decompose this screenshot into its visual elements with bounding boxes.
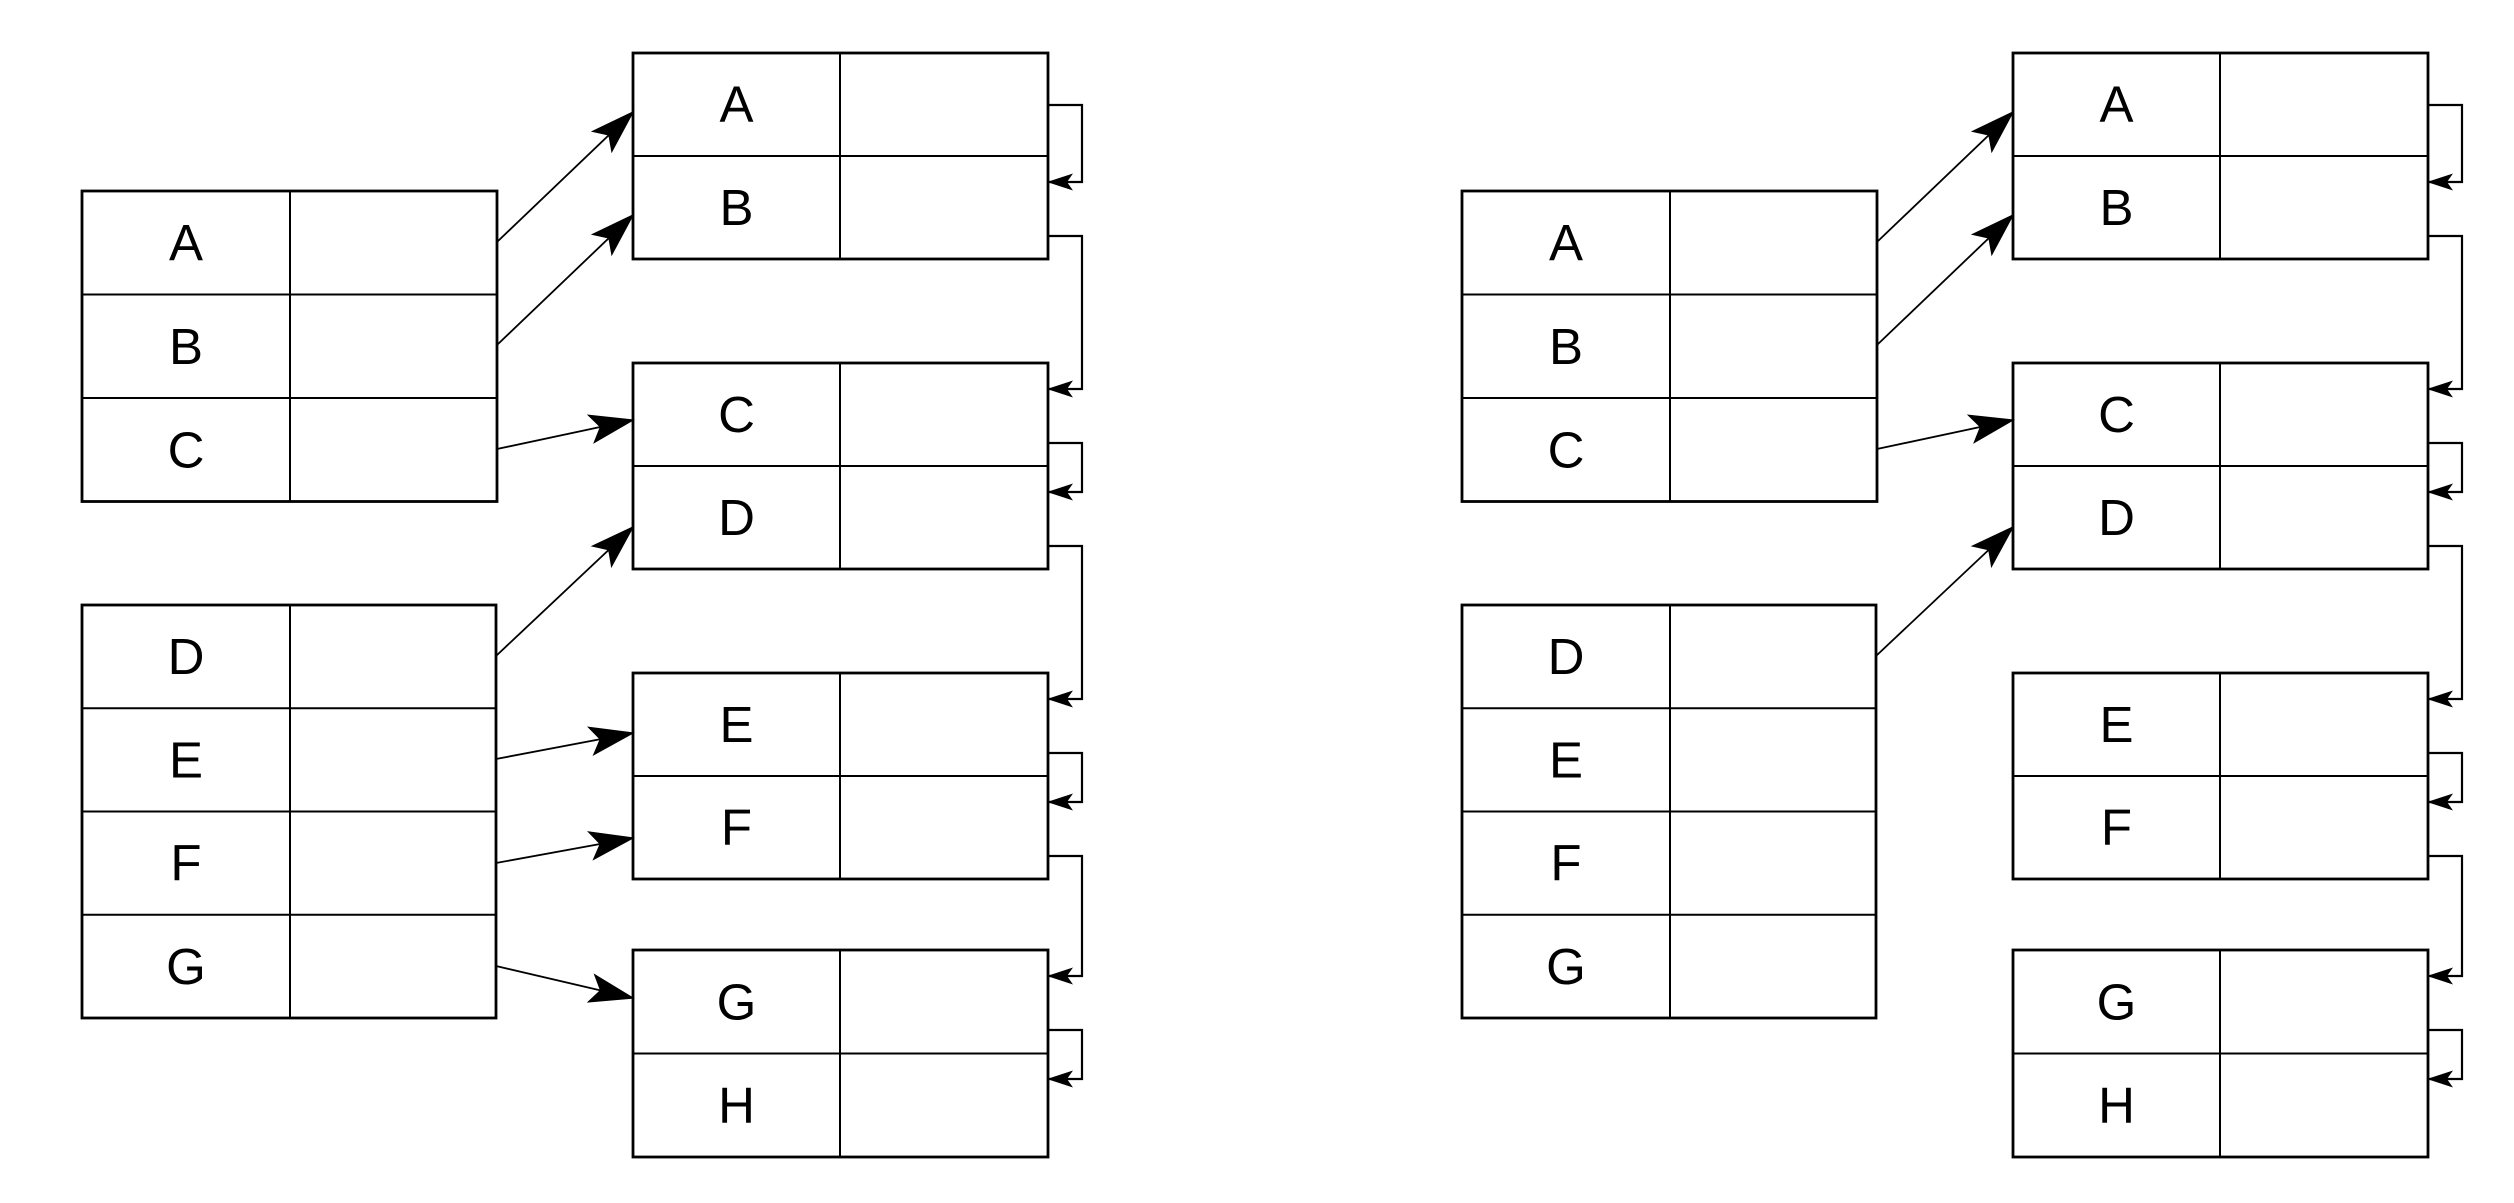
- cell-label-E: E: [2099, 696, 2133, 753]
- key-label-C: C: [1548, 421, 1585, 478]
- cell-label-G: G: [717, 973, 757, 1030]
- cell-label-B: B: [719, 179, 753, 236]
- key-label-G: G: [1546, 938, 1586, 995]
- chain-link-C-D: [1047, 441, 1084, 501]
- pointer-arrow-A: [496, 110, 635, 243]
- cell-label-D: D: [2098, 489, 2135, 546]
- key-label-D: D: [1548, 628, 1585, 685]
- cell-label-H: H: [718, 1077, 755, 1134]
- key-label-B: B: [169, 318, 203, 375]
- cell-table-ab: AB: [2011, 51, 2430, 261]
- pointer-arrow-D: [495, 525, 635, 657]
- chain-link-A-B: [2427, 103, 2464, 191]
- cell-table-ef: EF: [631, 671, 1050, 881]
- cell-label-F: F: [2101, 799, 2132, 856]
- key-label-A: A: [1549, 214, 1583, 271]
- cell-label-B: B: [2099, 179, 2133, 236]
- cell-label-E: E: [719, 696, 753, 753]
- chain-link-B-C: [1047, 234, 1084, 398]
- cell-label-F: F: [721, 799, 752, 856]
- chain-link-D-E: [1047, 544, 1084, 708]
- cell-table-ef: EF: [2011, 671, 2430, 881]
- chain-link-G-H: [1047, 1028, 1084, 1088]
- key-label-B: B: [1549, 318, 1583, 375]
- chain-link-D-E: [2427, 544, 2464, 708]
- key-label-F: F: [170, 835, 201, 892]
- pointer-arrow-B: [496, 213, 635, 346]
- pointer-arrow-B: [1876, 213, 2015, 346]
- key-label-D: D: [168, 628, 205, 685]
- pointer-arrow-A: [1876, 110, 2015, 243]
- chain-link-G-H: [2427, 1028, 2464, 1088]
- cell-label-C: C: [2098, 386, 2135, 443]
- cell-label-C: C: [718, 386, 755, 443]
- chain-link-E-F: [2427, 751, 2464, 811]
- key-label-F: F: [1550, 835, 1581, 892]
- pointer-arrow-D: [1875, 525, 2015, 657]
- pointer-arrow-C: [1876, 414, 2015, 450]
- key-table-abc: ABC: [80, 189, 499, 503]
- cell-label-A: A: [719, 76, 753, 133]
- chain-link-A-B: [1047, 103, 1084, 191]
- cell-label-H: H: [2098, 1077, 2135, 1134]
- chain-link-B-C: [2427, 234, 2464, 398]
- chain-link-F-G: [2427, 854, 2464, 985]
- chain-link-C-D: [2427, 441, 2464, 501]
- key-table-abc: ABC: [1460, 189, 1879, 503]
- cell-table-cd: CD: [631, 361, 1050, 571]
- cell-table-ab: AB: [631, 51, 1050, 261]
- key-label-G: G: [166, 938, 206, 995]
- cell-label-A: A: [2099, 76, 2133, 133]
- chain-link-E-F: [1047, 751, 1084, 811]
- chain-link-F-G: [1047, 854, 1084, 985]
- key-label-E: E: [1549, 731, 1583, 788]
- pointer-arrow-F: [495, 831, 635, 864]
- cell-table-cd: CD: [2011, 361, 2430, 571]
- key-label-C: C: [168, 421, 205, 478]
- cell-table-gh: GH: [2011, 948, 2430, 1159]
- cell-table-gh: GH: [631, 948, 1050, 1159]
- cell-label-G: G: [2097, 973, 2137, 1030]
- key-label-E: E: [169, 731, 203, 788]
- pointer-arrow-G: [495, 965, 635, 1003]
- pointer-arrow-C: [496, 414, 635, 450]
- cell-label-D: D: [718, 489, 755, 546]
- key-label-A: A: [169, 214, 203, 271]
- pointer-arrow-E: [495, 726, 635, 760]
